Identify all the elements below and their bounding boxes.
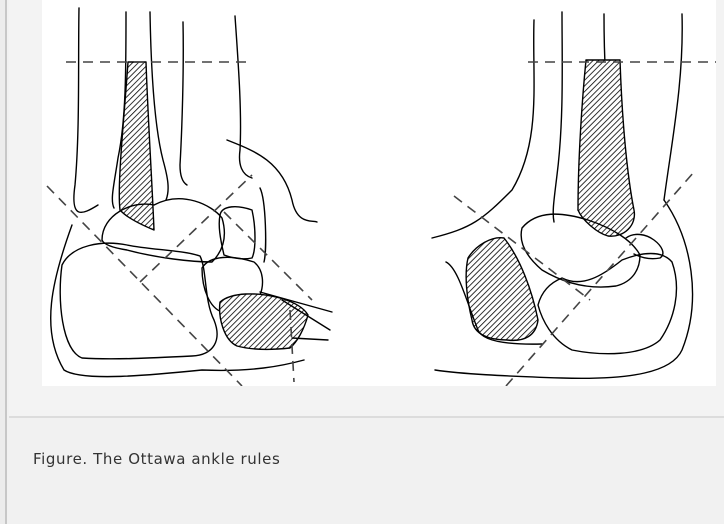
lateral-view (51, 8, 332, 377)
distal-contour (227, 140, 317, 222)
tibia-outline-right (150, 12, 168, 200)
medial-view (432, 12, 692, 378)
ankle-diagram (42, 0, 716, 386)
midfoot-zone-line (140, 175, 252, 282)
caption-panel: Figure. The Ottawa ankle rules (9, 418, 724, 524)
calcaneus-medial (538, 254, 676, 354)
tibia-inner-line (180, 22, 187, 185)
tibia-outer-line (235, 16, 252, 178)
tibia-outline-medial (553, 12, 562, 222)
leg-contour-right (664, 14, 682, 200)
figure-panel (9, 0, 724, 416)
left-margin-rule (0, 0, 7, 524)
figure-caption: Figure. The Ottawa ankle rules (33, 450, 280, 468)
fifth-metatarsal-line (224, 212, 312, 300)
medial-malleolus-hatched (578, 60, 634, 236)
leg-contour-left (432, 20, 534, 238)
medial-joint-line (626, 234, 663, 258)
fibula-outline (74, 8, 98, 212)
